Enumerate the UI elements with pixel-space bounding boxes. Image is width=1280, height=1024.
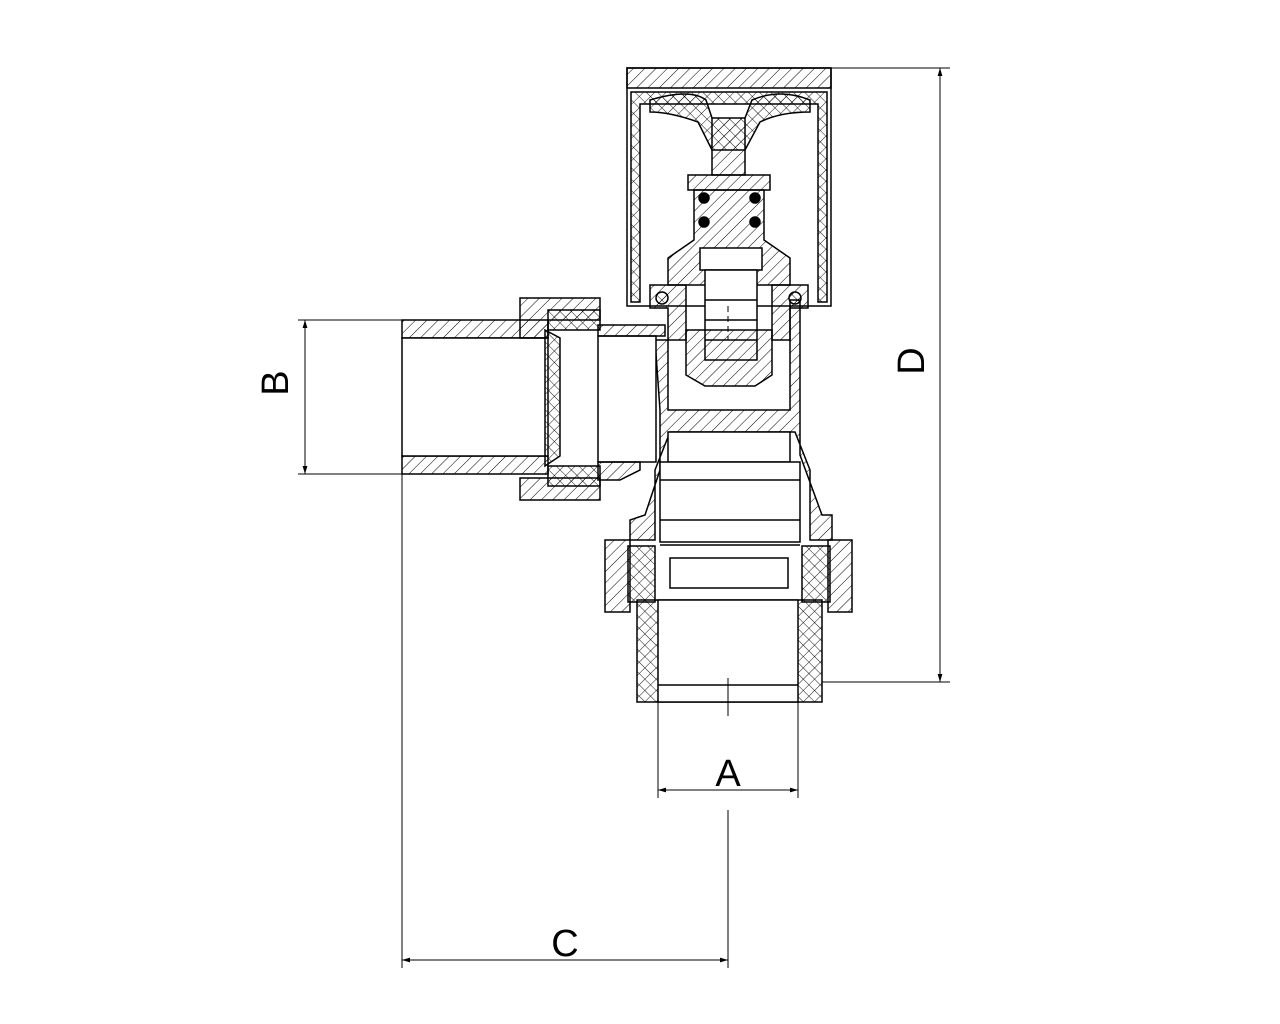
dimension-label-b: B <box>255 370 297 395</box>
dimension-lines <box>298 67 950 968</box>
dimension-label-d: D <box>891 347 933 374</box>
dimension-label-c: C <box>551 923 578 965</box>
valve-body <box>401 67 853 703</box>
dimension-label-a: A <box>715 753 741 795</box>
